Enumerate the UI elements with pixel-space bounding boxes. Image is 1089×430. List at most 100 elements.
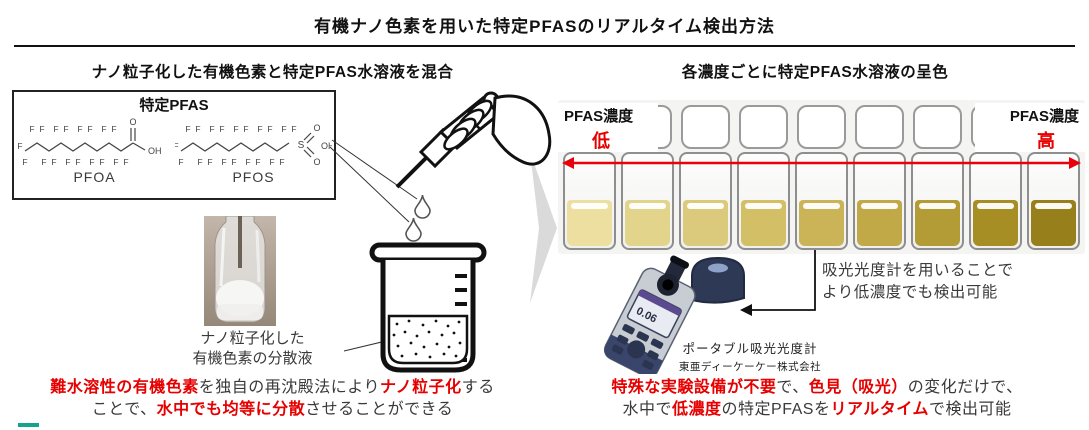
svg-text:F: F (245, 157, 250, 167)
cuvette-sample-9 (1027, 152, 1080, 250)
cuvette-sample-3 (679, 152, 732, 250)
highlighted-text: 難水溶性の有機色素 (50, 379, 199, 396)
highlighted-text: 低濃度 (672, 401, 722, 418)
cuvette-liquid (857, 200, 902, 246)
photometer-pointer-arrow (740, 250, 816, 316)
liquid-highlight (687, 203, 724, 209)
svg-text:F: F (123, 157, 128, 167)
photometer-device: 0.06 (603, 255, 696, 374)
svg-text:F: F (51, 157, 56, 167)
cuvette-cap (913, 105, 962, 149)
beaker-illustration (369, 242, 487, 373)
cuvette-sample-5 (795, 152, 848, 250)
logo-mark (18, 423, 39, 427)
svg-text:F: F (255, 157, 260, 167)
svg-text:OH: OH (148, 146, 162, 156)
pfas-concentration-low-label: PFAS濃度 低 (558, 103, 658, 152)
svg-text:F: F (77, 124, 82, 134)
pfas-concentration-high-label: PFAS濃度 高 (975, 103, 1085, 152)
cuvette-cap (739, 105, 788, 149)
liquid-highlight (803, 203, 840, 209)
pfas-box-title: 特定PFAS (139, 97, 209, 114)
svg-text:F: F (111, 124, 116, 134)
right-caption: 特殊な実験設備が不要で、色見（吸光）の変化だけで、 水中で低濃度の特定PFASを… (545, 377, 1089, 421)
photometer-photo: 0.06 (603, 255, 745, 374)
svg-text:F: F (267, 124, 272, 134)
cuvette-liquid (625, 200, 670, 246)
cuvette-sample-4 (737, 152, 790, 250)
svg-text:F: F (233, 124, 238, 134)
dispersion-label: ナノ粒子化した 有機色素の分散液 (192, 330, 313, 367)
liquid-highlight (919, 203, 956, 209)
photometer-note: 吸光光度計を用いることで より低濃度でも検出可能 (822, 262, 1014, 301)
low-label: 低 (592, 131, 610, 151)
svg-text:F: F (178, 157, 183, 167)
left-caption: 難水溶性の有機色素を独自の再沈殿法によりナノ粒子化する ことで、水中でも均等に分… (0, 377, 545, 421)
svg-text:F: F (113, 157, 118, 167)
cuvette-liquid (567, 200, 612, 246)
right-section-header: 各濃度ごとに特定PFAS水溶液の呈色 (681, 64, 949, 81)
svg-text:F: F (219, 124, 224, 134)
svg-text:F: F (175, 141, 179, 151)
droplet-icon (414, 194, 431, 219)
highlighted-text: ナノ粒子化 (379, 379, 462, 396)
cuvette-liquid (1031, 200, 1076, 246)
cuvette-cap (855, 105, 904, 149)
cuvette-sample-1 (563, 152, 616, 250)
dispersion-bottle-photo (204, 216, 276, 326)
svg-text:F: F (291, 124, 296, 134)
high-label: 高 (1037, 131, 1055, 151)
svg-text:F: F (99, 157, 104, 167)
svg-text:F: F (243, 124, 248, 134)
cuvette-sample-2 (621, 152, 674, 250)
svg-text:F: F (65, 157, 70, 167)
plain-text: で検出可能 (928, 401, 1012, 418)
svg-text:F: F (269, 157, 274, 167)
plain-text: ことで、 (91, 401, 157, 418)
svg-text:F: F (209, 124, 214, 134)
svg-text:F: F (195, 124, 200, 134)
cuvette-cap (797, 105, 846, 149)
liquid-highlight (629, 203, 666, 209)
page-title: 有機ナノ色素を用いた特定PFASのリアルタイム検出方法 (313, 17, 776, 36)
photometer-caption: ポータブル吸光光度計 東亜ディーケーケー株式会社 (678, 342, 822, 373)
svg-text:F: F (197, 157, 202, 167)
cuvette-sample-7 (911, 152, 964, 250)
liquid-highlight (861, 203, 898, 209)
liquid-highlight (745, 203, 782, 209)
svg-text:F: F (39, 124, 44, 134)
plain-text: で、 (776, 379, 809, 396)
droplet-icon (405, 217, 422, 242)
svg-text:F: F (75, 157, 80, 167)
svg-text:F: F (41, 157, 46, 167)
title-divider (14, 45, 1075, 47)
cuvette-liquid (741, 200, 786, 246)
plain-text: させることができる (305, 401, 454, 418)
svg-text:OH: OH (321, 141, 332, 151)
svg-text:O: O (129, 117, 136, 127)
svg-text:O: O (313, 157, 320, 167)
cuvette-sample-6 (853, 152, 906, 250)
pfos-label: PFOS (232, 169, 275, 185)
cuvette-sample-8 (969, 152, 1022, 250)
plain-text: 水中で (622, 401, 673, 418)
svg-text:F: F (185, 124, 190, 134)
svg-text:F: F (279, 157, 284, 167)
svg-text:F: F (53, 124, 58, 134)
left-section-header: ナノ粒子化した有機色素と特定PFAS水溶液を混合 (91, 64, 454, 81)
svg-text:F: F (63, 124, 68, 134)
liquid-highlight (1035, 203, 1072, 209)
svg-text:F: F (101, 124, 106, 134)
svg-text:F: F (22, 157, 27, 167)
plain-text: する (461, 379, 495, 396)
highlighted-text: リアルタイム (830, 401, 929, 418)
svg-text:F: F (257, 124, 262, 134)
cuvette-liquid (973, 200, 1018, 246)
svg-text:F: F (87, 124, 92, 134)
pipette-hand-illustration (395, 91, 552, 189)
plain-text: の変化だけで、 (907, 379, 1023, 396)
